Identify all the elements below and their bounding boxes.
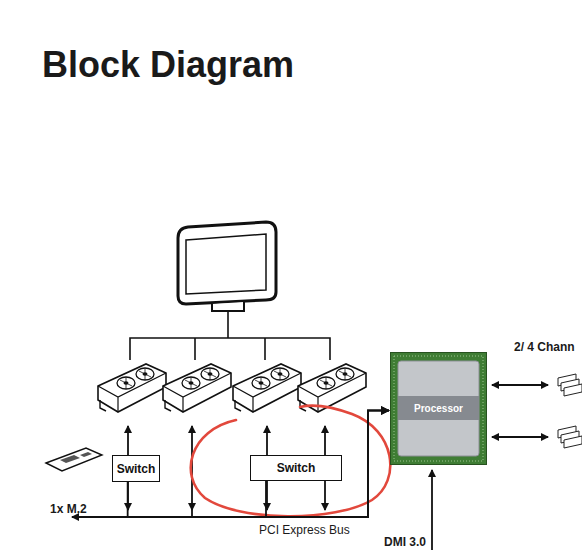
memory-bus — [492, 385, 548, 437]
gpu-card — [98, 364, 166, 412]
switch-box: Switch — [112, 455, 161, 482]
pcie-bus-connector — [128, 411, 389, 518]
highlight-circle — [191, 406, 391, 517]
node-text: Switch — [117, 462, 156, 476]
m2-module — [46, 448, 102, 471]
m2-label: 1x M.2 — [50, 502, 87, 516]
memory-module — [558, 374, 582, 396]
bus-label: PCI Express Bus — [257, 523, 352, 537]
dmi-label: DMI 3.0 — [382, 535, 428, 549]
gpu-card — [163, 364, 231, 412]
pcie-lanes — [72, 426, 325, 517]
monitor-icon — [178, 222, 276, 311]
node-text: Processor — [414, 403, 463, 414]
processor-chip: Processor — [390, 352, 487, 465]
dmi-link — [431, 470, 433, 550]
gpu-card — [233, 364, 301, 412]
diagram-title: Block Diagram — [42, 44, 294, 86]
switch-box: Switch — [250, 455, 342, 481]
memory-channels: 2/ 4 Chann — [514, 340, 575, 354]
node-text: Switch — [277, 461, 316, 475]
memory-module — [558, 426, 582, 448]
display-wire — [130, 312, 330, 360]
